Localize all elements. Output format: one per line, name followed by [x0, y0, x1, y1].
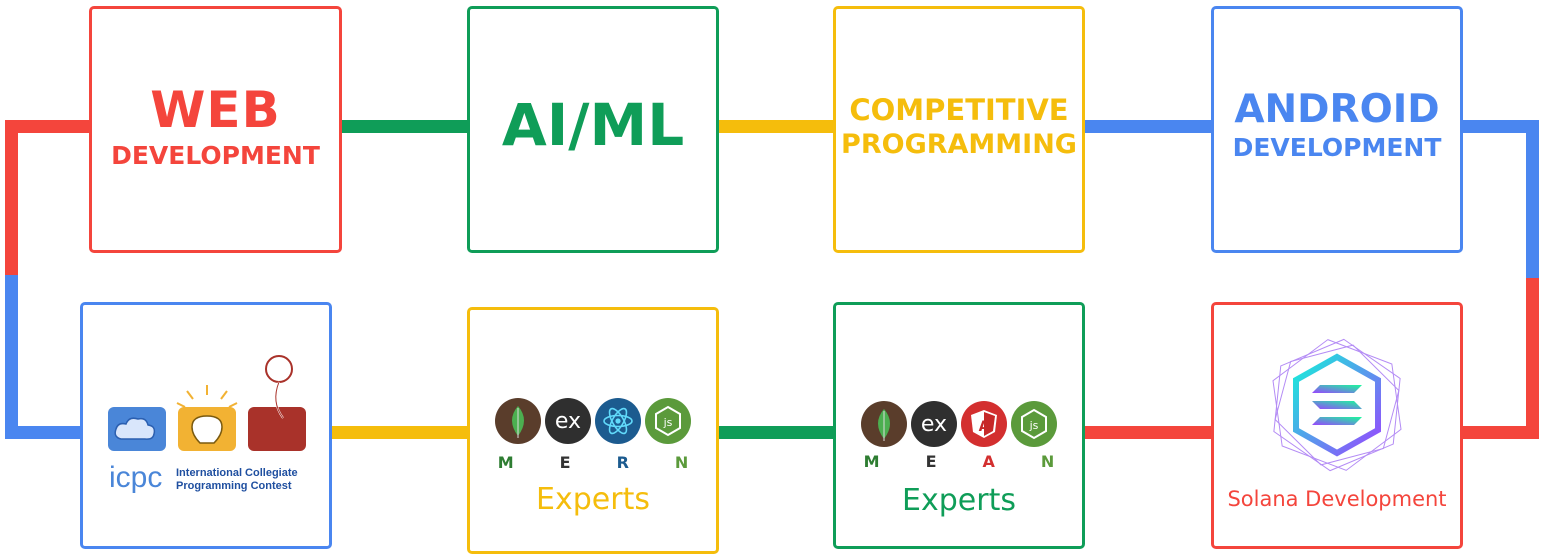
- mean-logos: ex A js: [836, 401, 1082, 447]
- icpc-logo: [108, 355, 306, 451]
- express-icon: ex: [911, 401, 957, 447]
- icpc-name-line2: Programming Contest: [176, 480, 292, 492]
- icpc-brand: icpc: [109, 461, 163, 494]
- react-icon: [595, 398, 641, 444]
- connector-left-bottom: [5, 426, 81, 439]
- connector-left-top: [5, 120, 91, 133]
- mean-box: ex A js M E A N Experts: [833, 302, 1085, 549]
- connector-right-top: [1463, 120, 1539, 133]
- connector-right-vertical-red: [1526, 278, 1539, 439]
- mean-letters: M E A N: [836, 452, 1082, 471]
- connector-cp-android: [1085, 120, 1212, 133]
- connector-aiml-cp: [719, 120, 834, 133]
- angular-icon: A: [961, 401, 1007, 447]
- mean-letter-e: E: [925, 452, 937, 471]
- mern-box: ex js M E R N Experts: [467, 307, 719, 554]
- aiml-title: AI/ML: [501, 91, 685, 159]
- web-title: WEB: [150, 81, 281, 139]
- icpc-name-line1: International Collegiate: [176, 467, 298, 479]
- mongodb-leaf-icon: [861, 401, 907, 447]
- cloud-icon: [114, 417, 156, 440]
- svg-text:js: js: [1029, 419, 1039, 432]
- solana-box: Solana Development: [1211, 302, 1463, 549]
- aiml-box: AI/ML: [467, 6, 719, 253]
- mean-experts-label: Experts: [902, 483, 1016, 518]
- solana-label: Solana Development: [1227, 487, 1447, 511]
- svg-text:js: js: [663, 416, 673, 429]
- icpc-balloon-tile: [248, 407, 306, 451]
- nodejs-icon: js: [1011, 401, 1057, 447]
- mern-letter-m: M: [497, 453, 514, 472]
- connector-icpc-mern: [331, 426, 468, 439]
- mongodb-leaf-icon: [495, 398, 541, 444]
- android-subtitle: DEVELOPMENT: [1232, 133, 1442, 162]
- mern-logos: ex js: [470, 398, 716, 444]
- icpc-box: icpc International Collegiate Programmin…: [80, 302, 332, 549]
- balloon-icon: [265, 355, 293, 383]
- mean-letter-a: A: [982, 452, 995, 471]
- connector-mern-mean: [719, 426, 834, 439]
- mern-experts-label: Experts: [536, 482, 650, 517]
- connector-left-vertical-red: [5, 120, 18, 275]
- connector-right-vertical-blue: [1526, 120, 1539, 278]
- web-development-box: WEB DEVELOPMENT: [89, 6, 342, 253]
- cp-subtitle: PROGRAMMING: [841, 129, 1077, 160]
- connector-left-vertical-blue: [5, 275, 18, 439]
- solana-logo: [1272, 338, 1402, 472]
- android-title: ANDROID: [1234, 87, 1440, 132]
- mern-letters: M E R N: [470, 453, 716, 472]
- cp-title: COMPETITIVE: [849, 93, 1069, 127]
- svg-text:A: A: [979, 419, 990, 435]
- connector-right-bottom: [1463, 426, 1539, 439]
- mean-letter-m: M: [863, 452, 880, 471]
- web-subtitle: DEVELOPMENT: [111, 141, 320, 170]
- mean-letter-n: N: [1040, 452, 1055, 471]
- nodejs-icon: js: [645, 398, 691, 444]
- mern-letter-r: R: [616, 453, 629, 472]
- lightbulb-icon: [191, 415, 223, 444]
- mern-letter-e: E: [559, 453, 571, 472]
- express-icon: ex: [545, 398, 591, 444]
- android-development-box: ANDROID DEVELOPMENT: [1211, 6, 1463, 253]
- mern-letter-n: N: [674, 453, 689, 472]
- competitive-programming-box: COMPETITIVE PROGRAMMING: [833, 6, 1085, 253]
- connector-web-aiml: [342, 120, 468, 133]
- connector-mean-solana: [1085, 426, 1212, 439]
